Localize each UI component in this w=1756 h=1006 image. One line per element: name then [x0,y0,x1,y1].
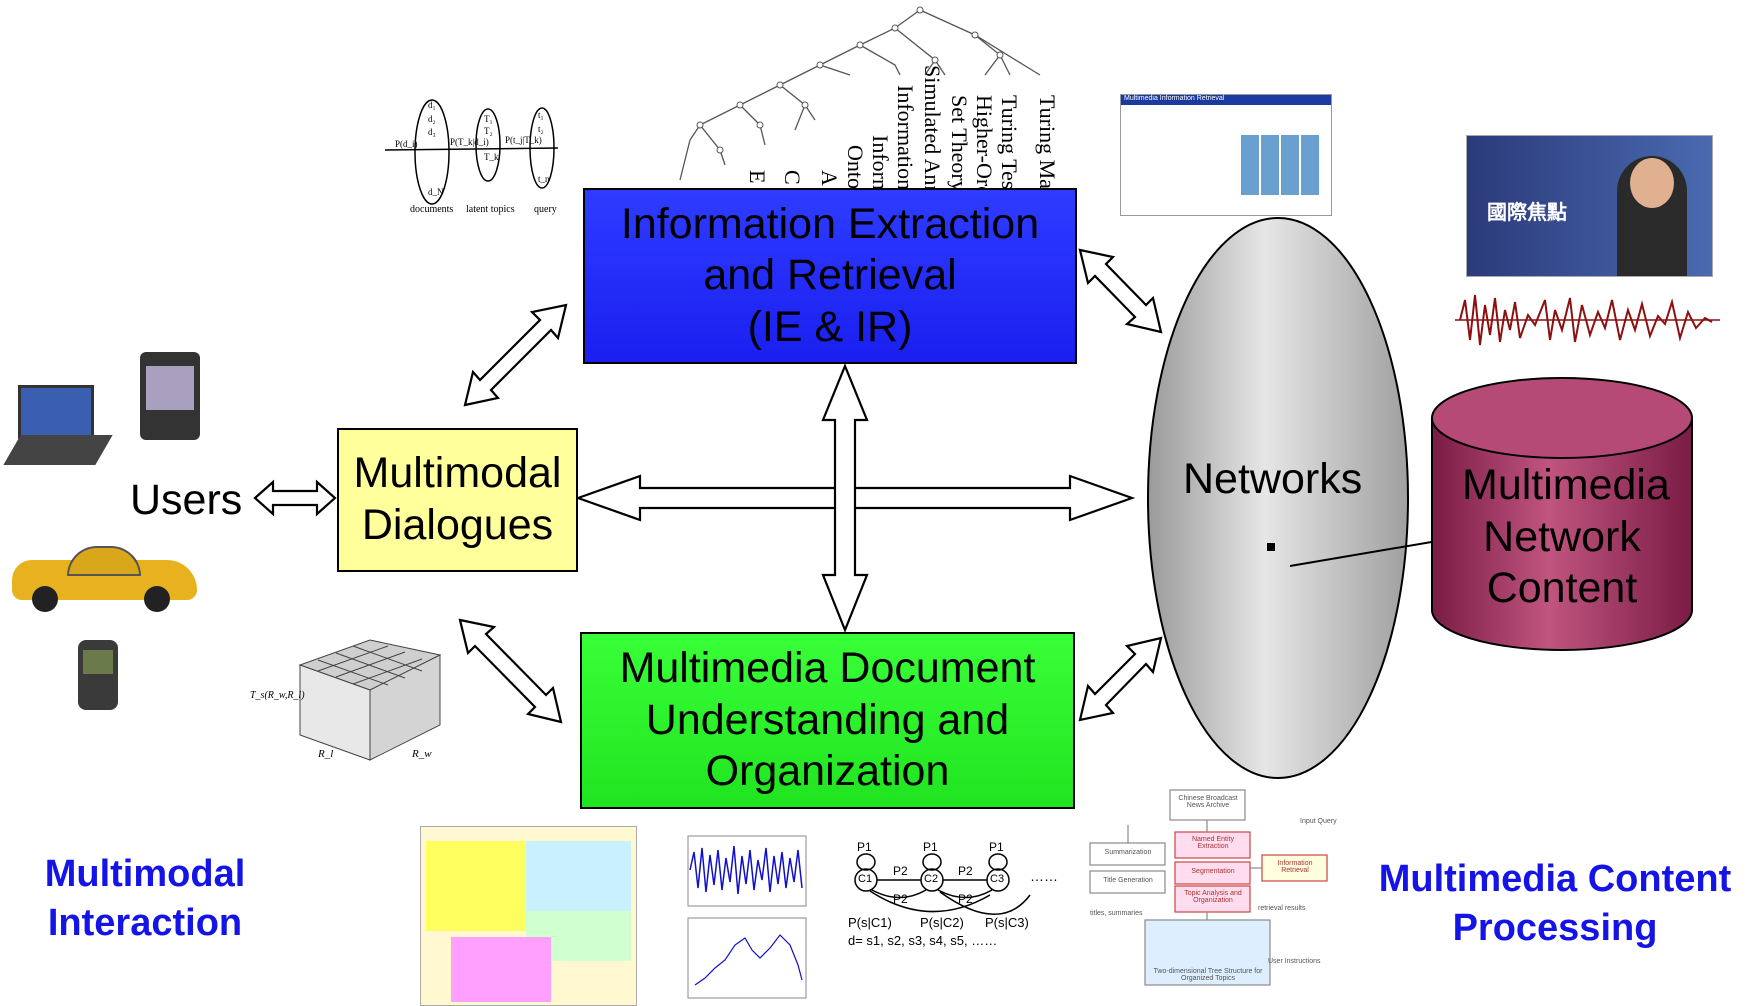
flowchart [1089,789,1328,986]
signal-plots [687,835,807,999]
flow-node-tree: Two-dimensional Tree Structure for Organ… [1153,968,1263,982]
arrows [253,248,1163,724]
flow-node-summarization: Summarization [1104,849,1152,856]
networks-label: Networks [1183,455,1363,503]
markov-state-c1: C1 [858,873,873,885]
svg-text:t_n: t_n [538,174,550,184]
topic-model-figure [384,99,559,205]
topic-documents-label: documents [410,204,454,215]
svg-text:d₂: d₂ [428,114,436,124]
topic-query-label: query [534,204,557,215]
svg-text:P(t_j|T_k): P(t_j|T_k) [505,135,542,145]
svg-text:T_k: T_k [484,152,499,162]
document-understanding-box: Multimedia Document Understanding and Or… [580,632,1075,809]
svg-text:t₂: t₂ [538,124,544,134]
markov-dots: …… [1030,868,1058,884]
markov-p2-a: P2 [893,864,908,878]
cellphone-icon [78,640,118,710]
flow-node-archive: Chinese Broadcast News Archive [1178,795,1238,809]
flow-note-titles: titles, summaries [1090,910,1143,917]
surface-y-label: R_w [412,748,432,760]
multimodal-interaction-label: Multimodal Interaction [44,853,246,945]
markov-state-c2: C2 [924,873,939,885]
browser-title: Multimedia Information Retrieval [1121,95,1331,105]
markov-p2-c: P2 [893,892,908,906]
markov-p2-b: P2 [958,864,973,878]
ie-ir-box: Information Extraction and Retrieval (IE… [583,188,1077,364]
flow-node-title: Title Generation [1103,877,1153,884]
topic-latent-label: latent topics [466,204,515,215]
users-label: Users [130,476,243,524]
multimodal-dialogues-box: Multimodal Dialogues [337,428,578,572]
flow-node-topic: Topic Analysis and Organization [1184,890,1242,904]
flow-node-ner: Named Entity Extraction [1191,836,1235,850]
networks-ellipse [1147,217,1409,779]
markov-p2-d: P2 [958,892,973,906]
markov-sequence: d= s1, s2, s3, s4, s5, …… [848,933,998,948]
markov-emission-2: P(s|C2) [920,915,964,930]
markov-emission-1: P(s|C1) [848,915,892,930]
tree-term-7: Inform [868,135,893,197]
browsing-system-screenshot [420,826,637,1006]
svg-text:d₁: d₁ [428,100,436,110]
tree-term-11: E [745,170,770,184]
markov-p1-a: P1 [857,840,872,854]
tv-caption: 國際焦點 [1487,202,1567,224]
markov-state-c3: C3 [990,873,1005,885]
markov-chain [854,853,1031,915]
flow-note-user: User Instructions [1268,958,1321,965]
markov-p1-c: P1 [989,840,1004,854]
pda-icon [140,352,200,440]
surface-x-label: R_l [318,748,334,760]
tree-term-4: Set Theory [947,95,972,192]
tree-term-2: Turing Test [997,95,1022,196]
content-processing-label: Multimedia Content Processing [1378,858,1732,950]
tree-term-9: A [817,170,842,186]
svg-text:T₁: T₁ [484,114,493,124]
markov-p1-b: P1 [923,840,938,854]
markov-emission-3: P(s|C3) [985,915,1029,930]
tree-term-10: C [780,170,805,185]
svg-text:T₂: T₂ [484,126,493,136]
flow-node-segmentation: Segmentation [1191,868,1235,875]
news-video-frame: 國際焦點 [1466,135,1713,277]
flow-node-retrieval: Information Retrieval [1277,860,1313,874]
browser-thumbnail: Multimedia Information Retrieval [1120,94,1332,216]
surface-z-label: T_s(R_w,R_l) [250,690,305,701]
car-icon [12,540,197,612]
audio-waveform [1455,294,1720,346]
svg-text:t₁: t₁ [538,110,544,120]
content-label: Multimedia Network Content [1462,461,1670,613]
svg-text:P(d_i): P(d_i) [395,139,418,149]
flow-note-results: retrieval results [1258,905,1306,912]
content-cylinder [1431,377,1693,651]
svg-text:d_N: d_N [428,187,444,197]
svg-text:P(T_k|d_i): P(T_k|d_i) [450,137,489,147]
surface-plot [298,639,442,761]
flow-note-query: Input Query [1300,818,1337,825]
laptop-icon [3,385,113,475]
svg-text:d₃: d₃ [428,127,436,137]
